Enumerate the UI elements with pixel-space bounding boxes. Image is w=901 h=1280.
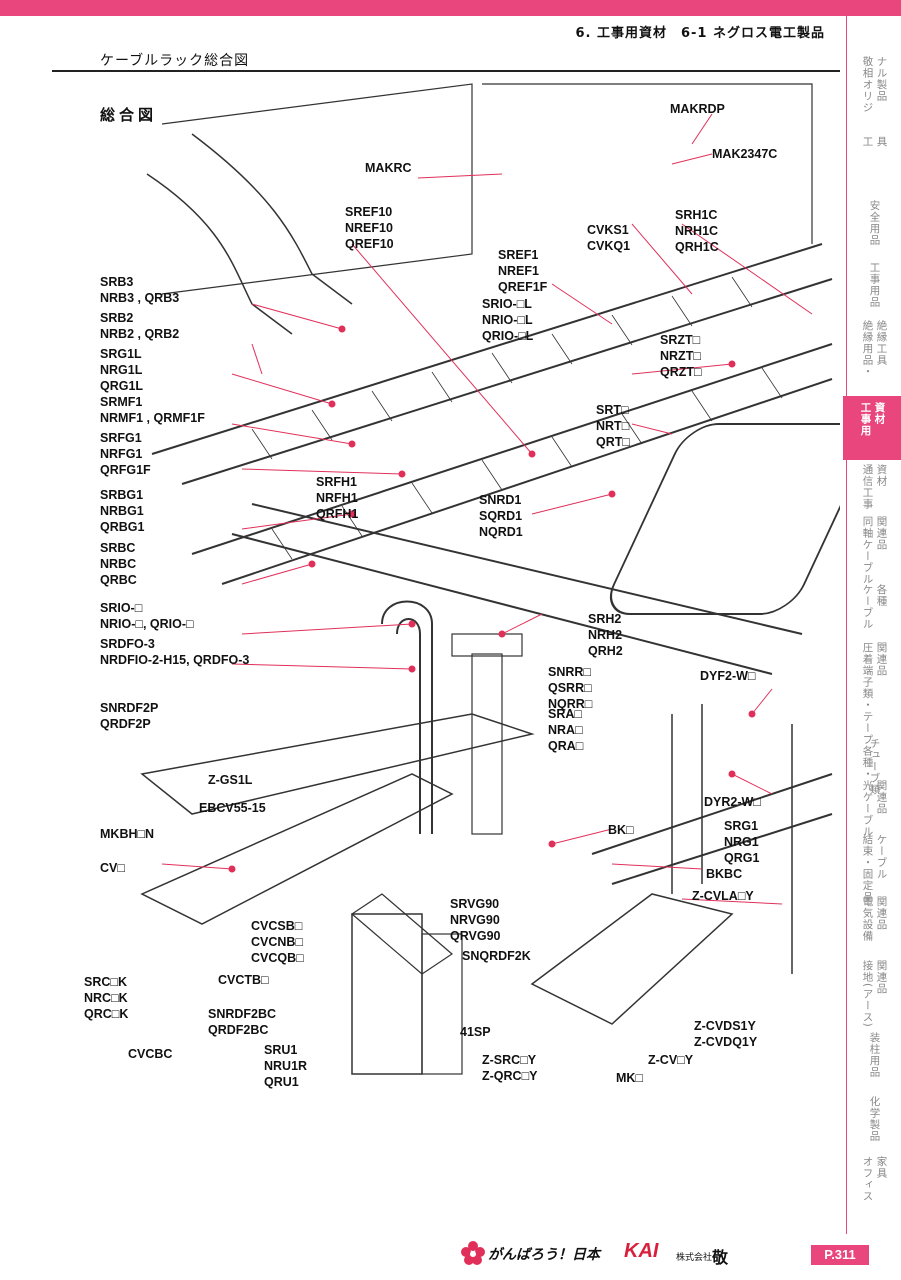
label-mak2347c: MAK2347C xyxy=(712,147,778,161)
label-makrc: MAKRC xyxy=(365,161,412,175)
rack-illustration xyxy=(140,83,840,1075)
label-sra: SRA□NRA□QRA□ xyxy=(548,707,584,753)
nav-tab-grounding[interactable]: 接地(アース)関連品 xyxy=(861,960,888,1028)
nav-tab-safety[interactable]: 安全用品 xyxy=(868,200,881,246)
label-mkbh: MKBH□N xyxy=(100,827,155,841)
nav-tab-cables[interactable]: ケーブル各種 xyxy=(861,584,888,630)
label-srzt: SRZT□NRZT□QRZT□ xyxy=(660,333,702,379)
section-divider xyxy=(52,70,840,72)
nav-tab-coaxial[interactable]: 同軸ケーブル関連品 xyxy=(861,516,888,585)
nav-tab-electrical[interactable]: 電気設備関連品 xyxy=(861,896,888,942)
label-snrr: SNRR□QSRR□NQRR□ xyxy=(548,665,593,711)
nav-tab-binding[interactable]: 結束・固定品ケーブル xyxy=(861,834,888,903)
diagram-heading: 総合図 xyxy=(100,106,158,124)
label-41sp: 41SP xyxy=(460,1025,491,1039)
nav-tab-insulation[interactable]: 絶縁用品・絶縁工具 xyxy=(861,320,888,378)
label-zcv: Z-CV□Y xyxy=(648,1053,694,1067)
kai-logo: KAI xyxy=(624,1240,659,1262)
nav-tab-construction-materials[interactable]: 工事用資材 xyxy=(843,396,901,460)
label-ebcv: EBCV55-15 xyxy=(199,801,266,815)
footer-corp-type: 株式会社 xyxy=(676,1253,713,1263)
label-srt: SRT□NRT□QRT□ xyxy=(596,403,630,449)
nav-tab-chemical[interactable]: 化学製品 xyxy=(868,1096,881,1142)
nav-tab-tools[interactable]: 工具 xyxy=(861,136,888,148)
label-makrdp: MAKRDP xyxy=(670,102,725,116)
nav-tab-tubes[interactable]: チューブ類 xyxy=(868,738,881,796)
label-bk: BK□ xyxy=(608,823,634,837)
label-cvcbc: CVCBC xyxy=(128,1047,173,1061)
nav-tab-pole[interactable]: 装柱用品 xyxy=(868,1032,881,1078)
nav-tab-telecom[interactable]: 通信工事資材 xyxy=(861,464,888,510)
footer-slogan: がんばろう！日本 xyxy=(488,1247,600,1263)
label-mk: MK□ xyxy=(616,1071,643,1085)
label-snqrdf2k: SNQRDF2K xyxy=(462,949,531,963)
nav-tab-construction-goods[interactable]: 工事用品 xyxy=(868,262,881,308)
label-zgs1l: Z-GS1L xyxy=(208,773,253,787)
flower-icon xyxy=(461,1241,485,1265)
nav-tab-optical[interactable]: 光ケーブル関連品 xyxy=(861,780,888,838)
page-header: 6. 工事用資材 6-1 ネグロス電工製品 xyxy=(575,26,825,41)
label-bkbc: BKBC xyxy=(706,867,743,881)
page-number: P.311 xyxy=(811,1245,869,1265)
label-cvcsb: CVCSB□CVCNB□CVCQB□ xyxy=(251,919,304,965)
label-zcvla: Z-CVLA□Y xyxy=(692,889,754,903)
label-srio: SRIO-□NRIO-□, QRIO-□ xyxy=(100,601,194,631)
label-dyf2w: DYF2-W□ xyxy=(700,669,756,683)
nav-tab-original-products[interactable]: 敬相オリジナル製品 xyxy=(861,56,888,114)
top-accent-bar xyxy=(0,0,901,16)
nav-tab-terminals[interactable]: 圧着端子類・テープ各種・関連品 xyxy=(861,642,888,780)
nav-tab-office[interactable]: オフィス家具 xyxy=(861,1156,888,1202)
label-cv: CV□ xyxy=(100,861,125,875)
section-title: ケーブルラック総合図 xyxy=(100,53,250,69)
category-sidebar: 敬相オリジナル製品 工具 安全用品 工事用品 絶縁用品・絶縁工具 工事用資材 通… xyxy=(843,16,901,1234)
label-cvctb: CVCTB□ xyxy=(218,973,269,987)
label-dyr2w: DYR2-W□ xyxy=(704,795,761,809)
